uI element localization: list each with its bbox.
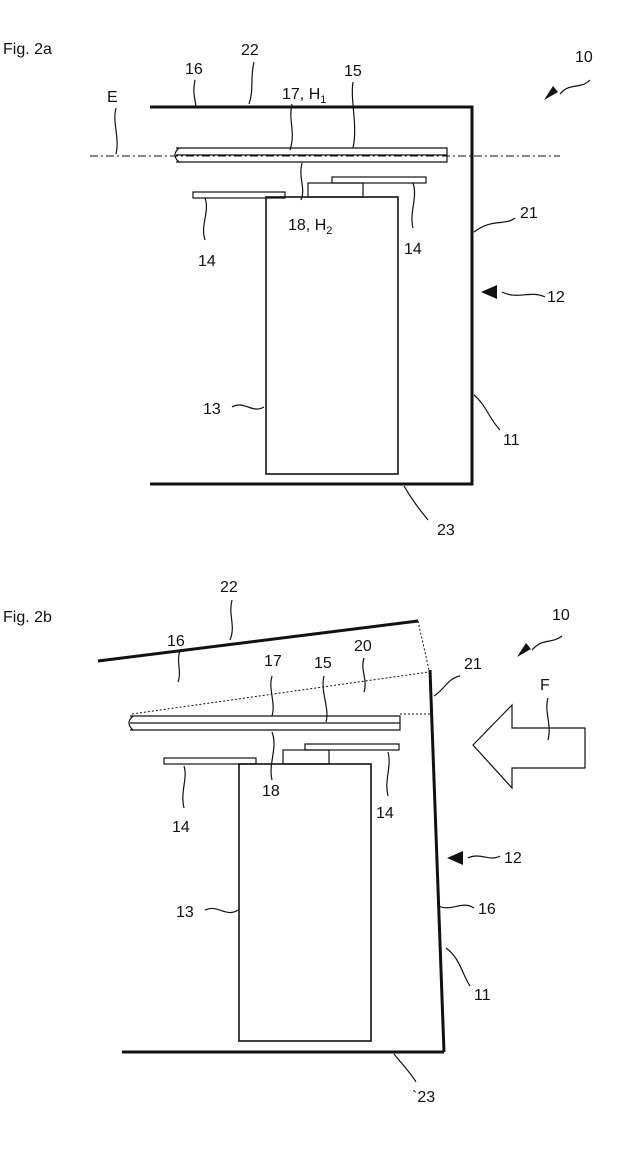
component-13-2b (239, 764, 371, 1041)
label-18-sub-2a: 2 (326, 225, 332, 237)
label-11-2b: 11 (474, 987, 491, 1004)
label-21-2a: 21 (520, 205, 538, 222)
leader-15-2a (352, 82, 354, 148)
label-14-right-2b: 14 (376, 805, 394, 822)
contact-14-left-2b (164, 758, 256, 764)
leader-15-2b (323, 676, 327, 722)
leader-20-2b (363, 658, 365, 692)
leader-16-top-2b (178, 650, 180, 682)
label-12-2a: 12 (547, 289, 565, 306)
fig-2b-caption: Fig. 2b (3, 609, 52, 626)
label-22-2b: 22 (220, 579, 238, 596)
housing-side-2b (430, 670, 444, 1052)
label-20-2b: 20 (354, 638, 372, 655)
component-13-2a (266, 197, 398, 474)
leader-14-left-2b (183, 766, 185, 808)
spacer-block-2b (283, 750, 329, 764)
label-22-2a: 22 (241, 42, 259, 59)
leader-14-right-2b (387, 752, 389, 796)
housing-corner-dotted-2b (418, 621, 429, 670)
leader-10-2b (532, 636, 562, 650)
leader-12-2b (468, 856, 500, 858)
contact-14-right-2b (305, 744, 399, 750)
label-15-2b: 15 (314, 655, 332, 672)
leader-17-2b (271, 676, 273, 716)
leader-e-2a (115, 108, 117, 154)
leader-f-2b (547, 698, 549, 740)
housing-outline-2a (150, 107, 472, 484)
leader-11-2a (474, 395, 500, 430)
label-12-2b: 12 (504, 850, 522, 867)
leader-12-2a (502, 292, 545, 297)
gap-20-dotted-upper-2b (132, 672, 429, 714)
leader-11-2b (446, 948, 470, 986)
label-21-2b: 21 (464, 656, 482, 673)
leader-23-2b (394, 1054, 416, 1082)
leader-21-2a (474, 218, 515, 232)
label-17-sub-2a: 1 (320, 94, 326, 106)
label-16-top-2b: 16 (167, 633, 185, 650)
label-18-2a: 18, H2 (288, 217, 332, 237)
leader-18-2a (301, 163, 303, 200)
leader-17-2a (290, 104, 292, 150)
arrowhead-10-2b (517, 643, 531, 657)
arrowhead-12-2a (481, 285, 497, 299)
label-11-2a: 11 (503, 432, 520, 449)
fig-2a-caption: Fig. 2a (3, 41, 52, 58)
label-14-left-2b: 14 (172, 819, 190, 836)
leader-23-2a (404, 486, 428, 520)
label-13-2b: 13 (176, 904, 194, 921)
leader-14-right-2a (412, 183, 415, 228)
leader-22-2a (249, 62, 254, 104)
label-18-text-2a: 18, H (288, 217, 326, 234)
label-10-2b: 10 (552, 607, 570, 624)
label-23-2b: `23 (412, 1089, 435, 1106)
label-f-2b: F (540, 677, 550, 694)
label-e-2a: E (107, 89, 118, 106)
label-14-left-2a: 14 (198, 253, 216, 270)
leader-16-right-2b (438, 905, 474, 908)
label-14-right-2a: 14 (404, 241, 422, 258)
label-13-2a: 13 (203, 401, 221, 418)
arrowhead-10-2a (544, 86, 558, 100)
leader-13-2b (205, 908, 238, 912)
label-10-2a: 10 (575, 49, 593, 66)
figure-2a: Fig. 2a 10 16 22 (3, 41, 593, 539)
figure-2b: Fig. 2b (3, 579, 585, 1106)
force-arrow-f (473, 705, 585, 788)
leader-18-2b (271, 732, 274, 780)
spacer-block-2a (308, 183, 363, 197)
label-17-2b: 17 (264, 653, 282, 670)
label-16-right-2b: 16 (478, 901, 496, 918)
label-18-2b: 18 (262, 783, 280, 800)
label-23-2a: 23 (437, 522, 455, 539)
leader-14-left-2a (204, 198, 207, 240)
leader-21-2b (434, 676, 460, 696)
label-17-text-2a: 17, H (282, 86, 320, 103)
leader-13-2a (232, 405, 264, 409)
label-15-2a: 15 (344, 63, 362, 80)
label-16-2a: 16 (185, 61, 203, 78)
contact-14-right-2a (332, 177, 426, 183)
arrowhead-12-2b (447, 851, 463, 865)
leader-16-2a (194, 80, 196, 108)
leader-22-2b (230, 600, 232, 640)
leader-10-2a (560, 80, 590, 94)
label-17-2a: 17, H1 (282, 86, 326, 106)
